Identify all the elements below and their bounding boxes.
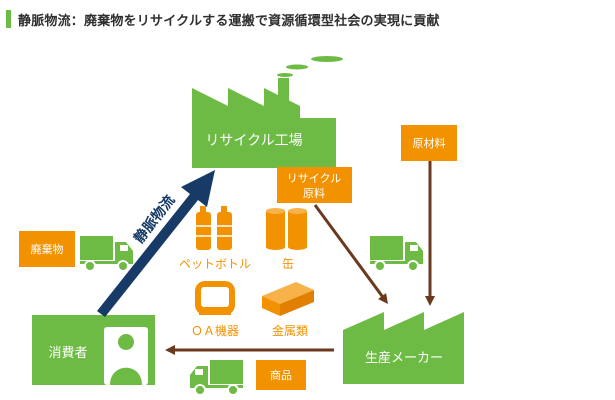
title-accent-bar bbox=[6, 10, 11, 28]
pet-bottle-label: ペットボトル bbox=[179, 257, 251, 271]
recycled-material-tag: リサイクル 原料 bbox=[277, 167, 352, 203]
oa-equipment-label: ＯＡ機器 bbox=[191, 323, 239, 338]
can-icon bbox=[266, 208, 307, 250]
truck-icon bbox=[80, 236, 133, 272]
raw-material-tag: 原材料 bbox=[401, 125, 457, 161]
oa-equipment-icon bbox=[195, 281, 235, 315]
manufacturer-node: 生産メーカー bbox=[343, 312, 464, 384]
page-title: 静脈物流：廃棄物をリサイクルする運搬で資源循環型社会の実現に貢献 bbox=[18, 14, 440, 29]
smoke-puff-icon bbox=[311, 56, 343, 62]
recycle-factory-label: リサイクル工場 bbox=[205, 133, 302, 149]
factory-building-icon bbox=[192, 88, 336, 168]
smoke-puff-icon bbox=[277, 73, 293, 77]
pet-bottle-icon bbox=[196, 206, 232, 250]
navy-arrow-icon bbox=[97, 170, 215, 317]
truck-icon bbox=[370, 236, 423, 272]
waste-tag: 廃棄物 bbox=[19, 231, 75, 267]
recycled-material-tag-line2: 原料 bbox=[303, 186, 325, 200]
metal-icon bbox=[262, 282, 314, 316]
recycled-material-tag-line1: リサイクル bbox=[287, 172, 341, 185]
raw-material-tag-label: 原材料 bbox=[413, 136, 446, 150]
manufacturer-label: 生産メーカー bbox=[365, 350, 443, 366]
recycled-material-arrow bbox=[313, 204, 388, 305]
title-bar: 静脈物流：廃棄物をリサイクルする運搬で資源循環型社会の実現に貢献 bbox=[0, 8, 615, 30]
recycle-factory: リサイクル工場 bbox=[192, 56, 343, 168]
smoke-puff-icon bbox=[286, 64, 308, 70]
product-tag-label: 商品 bbox=[270, 368, 292, 382]
consumer-node: 消費者 bbox=[32, 315, 155, 385]
can-label: 缶 bbox=[282, 257, 294, 271]
metal-label: 金属類 bbox=[272, 323, 308, 338]
waste-tag-label: 廃棄物 bbox=[31, 242, 64, 256]
product-tag: 商品 bbox=[256, 360, 306, 390]
truck-icon bbox=[190, 360, 243, 396]
person-icon bbox=[104, 327, 148, 385]
consumer-label: 消費者 bbox=[48, 346, 87, 361]
manufacturer-factory-icon bbox=[343, 312, 464, 384]
